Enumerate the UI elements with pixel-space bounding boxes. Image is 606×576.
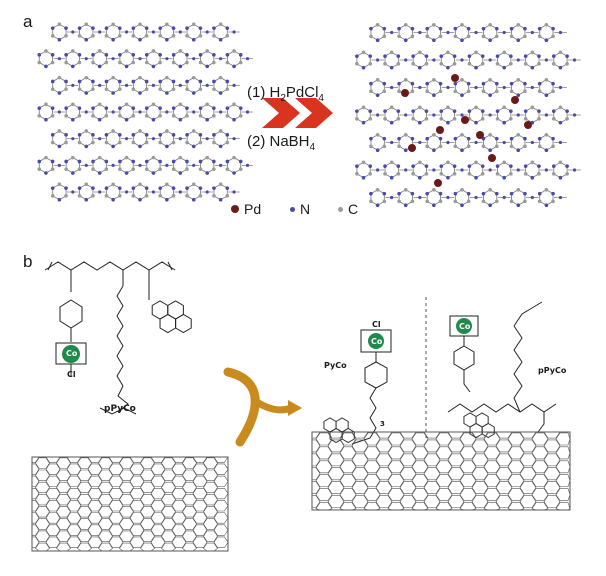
ppyco-label-right: pPyCo	[538, 366, 567, 375]
ppyco-right-molecule	[447, 301, 557, 433]
legend-c: C	[338, 201, 358, 217]
chloro-label-pyco: Cl	[372, 320, 381, 329]
pyco-label: PyCo	[324, 361, 347, 370]
chloro-label-left: Cl	[67, 370, 76, 379]
pyrene-anchor-ppyco	[463, 412, 495, 439]
pyco-molecule	[351, 329, 392, 445]
carbon-nanotube-right	[311, 431, 571, 511]
legend-pd: Pd	[231, 201, 261, 217]
ppyco-polymer-structure	[44, 261, 192, 415]
reaction-arrow-red	[262, 98, 333, 128]
panel-label-b: b	[23, 252, 33, 271]
c-dot-icon	[338, 206, 343, 212]
pd-dot-icon	[231, 205, 239, 213]
n-dot-icon	[290, 206, 295, 212]
step-1-reagent: (1) H2PdCl4	[247, 84, 324, 104]
cobalt-center-left	[62, 345, 80, 363]
step-2-reagent: (2) NaBH4	[247, 133, 316, 153]
ppyco-label-left: pPyCo	[104, 404, 136, 414]
carbon-nitride-network-right	[355, 23, 581, 207]
palladium-nanoparticles	[401, 74, 532, 187]
cobalt-center-pyco	[368, 333, 384, 349]
cobalt-label-left: Co	[66, 349, 78, 358]
cobalt-label-pyco: Co	[371, 337, 383, 346]
cobalt-label-ppyco-right: Co	[459, 322, 471, 331]
carbon-nitride-network-left	[37, 22, 254, 202]
reaction-arrow-gold	[223, 367, 302, 447]
pyrene-anchor-pyco	[323, 417, 355, 444]
linker-count-label: 3	[380, 420, 385, 428]
panel-label-a: a	[23, 12, 33, 31]
carbon-nanotube-left	[31, 456, 229, 552]
cobalt-center-ppyco-right	[456, 318, 472, 334]
legend-n: N	[290, 201, 310, 217]
